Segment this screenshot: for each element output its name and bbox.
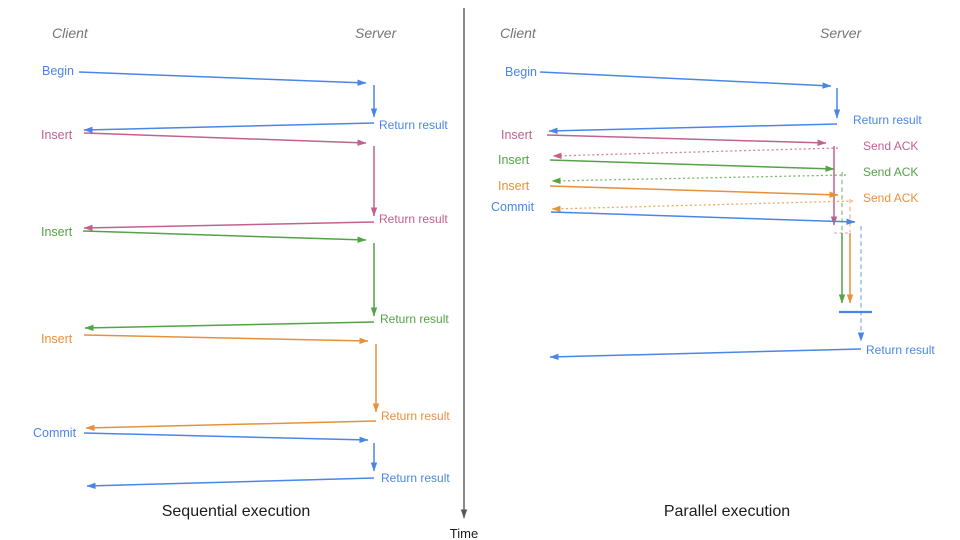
seq-insert2-request-line [82,230,367,243]
par-op-insert-2: Insert Send ACK [498,153,918,304]
par-op-insert-3: Insert Send ACK [498,179,918,304]
seq-op-insert-2: Insert Return result [41,225,449,332]
par-insert3-request-line [549,185,839,198]
seq-insert2-label: Insert [41,225,73,239]
par-insert2-ack-label: Send ACK [863,165,918,179]
seq-commit-request-line [83,432,369,443]
par-insert2-label: Insert [498,153,530,167]
client-column-header: Client [52,25,89,41]
seq-commit-return-label: Return result [381,471,450,485]
seq-begin-return-label: Return result [379,118,448,132]
seq-insert3-request-line [83,334,369,345]
seq-insert2-return-label: Return result [380,312,449,326]
par-insert3-ack-line [551,200,854,212]
seq-op-insert-3: Insert Return result [41,332,450,431]
seq-begin-label: Begin [42,64,74,78]
server-column-header: Server [820,25,863,41]
seq-op-begin: Begin Return result [42,64,448,133]
par-begin-return-label: Return result [853,113,922,127]
seq-insert3-return-line [85,420,377,431]
par-begin-label: Begin [505,65,537,79]
time-axis: Time [450,8,478,540]
sequential-title: Sequential execution [162,503,311,520]
seq-insert3-label: Insert [41,332,73,346]
par-begin-request-line [539,71,832,89]
par-op-commit: Commit Return result [491,200,935,360]
parallel-title: Parallel execution [664,503,790,520]
seq-insert1-request-line [83,132,367,146]
seq-insert2-return-line [84,321,375,332]
par-insert1-request-line [546,134,827,146]
time-axis-label: Time [450,526,478,540]
seq-insert3-return-label: Return result [381,409,450,423]
par-insert2-ack-line [551,174,847,185]
seq-insert1-label: Insert [41,128,73,142]
par-insert3-label: Insert [498,179,530,193]
seq-insert1-return-label: Return result [379,212,448,226]
client-column-header: Client [500,25,537,41]
par-insert3-ack-label: Send ACK [863,191,918,205]
seq-begin-return-line [83,122,375,133]
seq-begin-request-line [78,71,367,86]
par-commit-return-label: Return result [866,343,935,357]
par-insert1-ack-line [552,147,839,159]
par-commit-return-line [549,348,862,360]
par-op-insert-1: Insert Send ACK [501,128,918,234]
par-begin-return-line [548,123,838,134]
par-insert2-request-line [549,159,835,172]
par-commit-request-line [550,211,856,225]
seq-commit-return-line [86,477,375,489]
sequential-panel: Client Server Begin Return result Insert… [33,25,450,520]
seq-op-commit: Commit Return result [33,426,450,489]
par-insert1-label: Insert [501,128,533,142]
par-op-begin: Begin Return result [505,65,922,134]
seq-insert1-return-line [83,221,375,232]
par-insert1-ack-label: Send ACK [863,139,918,153]
seq-commit-label: Commit [33,426,77,440]
seq-op-insert-1: Insert Return result [41,128,448,232]
par-commit-label: Commit [491,200,535,214]
parallel-panel: Client Server Begin Return result Insert… [491,25,935,520]
server-column-header: Server [355,25,398,41]
